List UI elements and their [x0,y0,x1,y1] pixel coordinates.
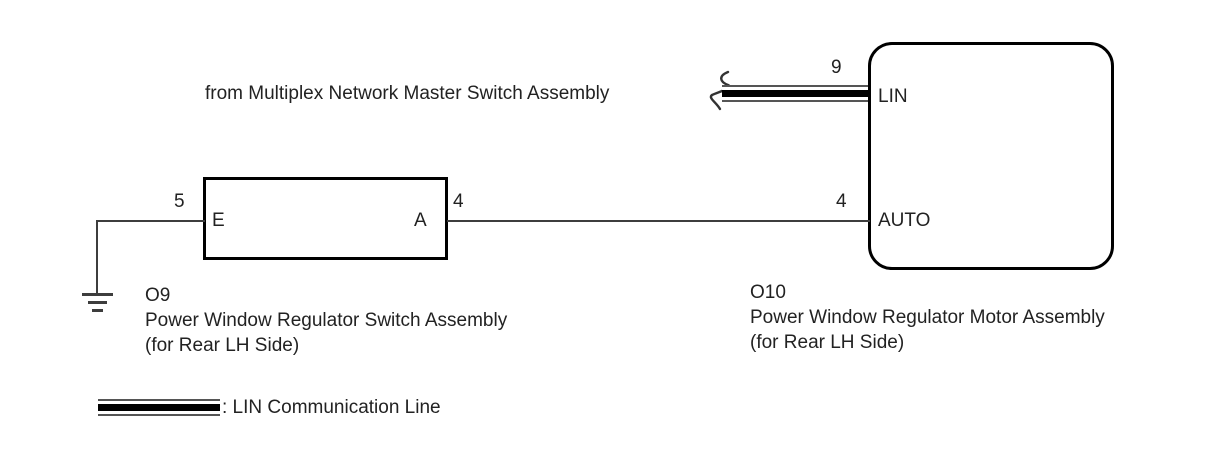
motor-assembly-box [868,42,1114,270]
motor-assembly-name: Power Window Regulator Motor Assembly [750,307,1105,328]
terminal-label-a: A [414,210,427,231]
switch-assembly-code: O9 [145,285,171,306]
pin-label-auto-4: 4 [836,191,847,212]
pin-label-lin-9: 9 [831,57,842,78]
wire-e-to-ground-horizontal [96,220,205,222]
pin-label-a-4: 4 [453,191,464,212]
legend-label: : LIN Communication Line [222,397,441,418]
motor-assembly-qualifier: (for Rear LH Side) [750,332,905,353]
ground-bar-1-icon [82,293,113,296]
pin-label-e-5: 5 [174,191,185,212]
legend-lin-line-swatch [98,399,220,416]
terminal-label-e: E [212,210,225,231]
lin-communication-wire [722,85,870,102]
switch-assembly-name: Power Window Regulator Switch Assembly [145,310,508,331]
switch-assembly-qualifier: (for Rear LH Side) [145,335,300,356]
switch-assembly-box [203,177,448,260]
terminal-label-lin: LIN [878,86,908,107]
motor-assembly-code: O10 [750,282,786,303]
wire-a-to-auto [447,220,870,222]
ground-bar-3-icon [92,309,103,312]
source-note-label: from Multiplex Network Master Switch Ass… [205,83,610,104]
terminal-label-auto: AUTO [878,210,931,231]
ground-bar-2-icon [88,301,107,304]
wire-e-to-ground-vertical [96,220,98,295]
